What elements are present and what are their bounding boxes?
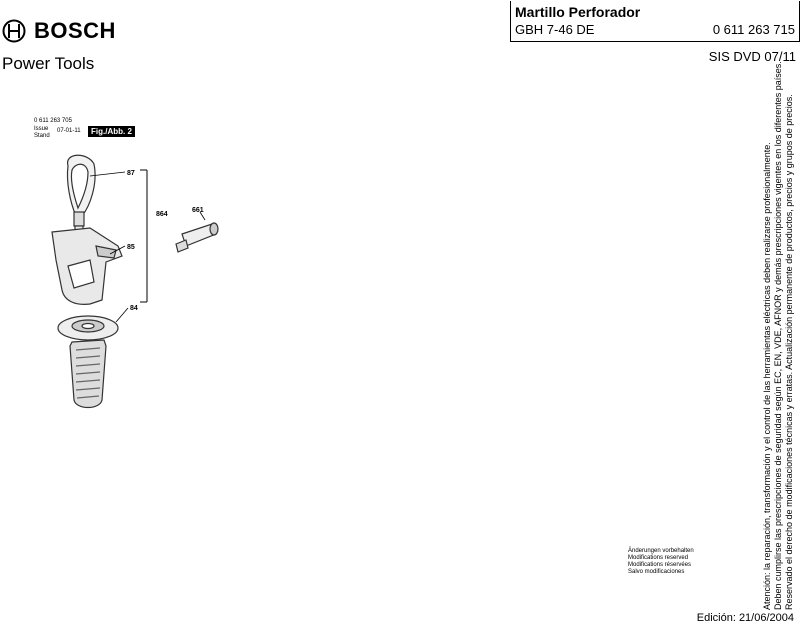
vertical-notes: Atención: la reparación, transformación … bbox=[762, 61, 795, 610]
callout-85: 85 bbox=[127, 244, 135, 251]
figure-label: Fig./Abb. 2 bbox=[88, 126, 135, 137]
bracket-864 bbox=[140, 169, 148, 303]
sis-label: SIS DVD 07/11 bbox=[708, 49, 796, 64]
callout-661: 661 bbox=[192, 207, 204, 214]
figure-date: 07-01-11 bbox=[57, 128, 81, 134]
model-label: GBH 7-46 DE bbox=[515, 22, 595, 37]
figure-part-number: 0 611 263 705 bbox=[34, 118, 72, 124]
spacer-disk-part bbox=[57, 315, 119, 341]
callout-864: 864 bbox=[156, 211, 168, 218]
bosch-armature-icon bbox=[2, 19, 26, 43]
product-title: Martillo Perforador bbox=[515, 4, 641, 20]
handle-housing-part bbox=[51, 227, 123, 305]
edition-date: Edición: 21/06/2004 bbox=[696, 612, 794, 624]
title-block: Martillo Perforador GBH 7-46 DE 0 611 26… bbox=[510, 1, 800, 42]
callout-84: 84 bbox=[130, 305, 138, 312]
division-title: Power Tools bbox=[2, 54, 95, 73]
callout-87: 87 bbox=[127, 170, 135, 177]
note-line-3: Reservado el derecho de modificaciones t… bbox=[784, 94, 794, 610]
modifications-notice: Änderungen vorbehalten Modifications res… bbox=[628, 548, 694, 575]
note-line-1: Atención: la reparación, transformación … bbox=[762, 142, 772, 610]
part-number: 0 611 263 715 bbox=[712, 22, 795, 37]
issue-stand-label: Issue Stand bbox=[34, 126, 50, 139]
bosch-logo: BOSCH bbox=[2, 18, 116, 44]
pin-part bbox=[175, 222, 219, 253]
brand-name: BOSCH bbox=[34, 18, 116, 43]
grip-part bbox=[69, 339, 107, 409]
exploded-diagram: 87 85 84 864 661 bbox=[51, 154, 219, 409]
note-line-2: Deben cumplirse las prescripciones de se… bbox=[773, 61, 783, 610]
strap-part bbox=[66, 154, 96, 239]
